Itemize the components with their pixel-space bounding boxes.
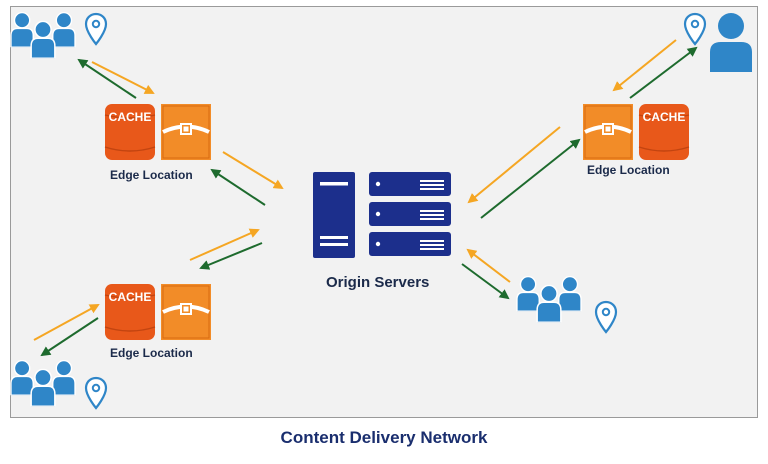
storage-box-icon	[160, 283, 212, 341]
request-arrow	[612, 39, 677, 92]
single-user-icon	[710, 13, 752, 72]
response-arrow	[210, 168, 266, 206]
response-arrow	[629, 46, 698, 99]
response-arrow	[40, 317, 99, 357]
response-arrow	[480, 138, 581, 219]
response-arrow	[77, 58, 137, 99]
storage-box-icon	[582, 103, 634, 161]
response-arrow	[461, 263, 510, 300]
cache-label: CACHE	[109, 110, 152, 124]
edge-location-top-right: CACHE	[582, 103, 690, 161]
request-arrow	[33, 304, 100, 341]
edge-location-bottom-left: CACHE	[104, 283, 212, 341]
origin-servers-label: Origin Servers	[326, 274, 430, 291]
location-pin-icon	[84, 12, 108, 46]
response-arrow	[199, 242, 263, 270]
origin-servers	[313, 172, 451, 258]
edge-location-label-top-left: Edge Location	[110, 168, 193, 182]
edge-location-label-top-right: Edge Location	[587, 163, 670, 177]
edge-location-top-left: CACHE	[104, 103, 212, 161]
storage-box-icon	[160, 103, 212, 161]
user-group-icon	[11, 361, 75, 407]
location-pin-icon	[683, 12, 707, 46]
server-tower-icon	[313, 172, 355, 258]
location-pin-icon	[84, 376, 108, 410]
cache-label: CACHE	[643, 110, 686, 124]
diagram-caption: Content Delivery Network	[280, 428, 488, 447]
server-rack-icon	[369, 172, 451, 256]
request-arrow	[91, 61, 155, 94]
request-arrow	[222, 151, 284, 190]
cache-label: CACHE	[109, 290, 152, 304]
user-group-icon	[11, 13, 75, 59]
user-group-icon	[517, 277, 581, 323]
request-arrow	[467, 126, 561, 204]
edge-location-label-bottom-left: Edge Location	[110, 346, 193, 360]
request-arrow	[189, 228, 260, 261]
request-arrow	[466, 248, 511, 283]
location-pin-icon	[594, 300, 618, 334]
